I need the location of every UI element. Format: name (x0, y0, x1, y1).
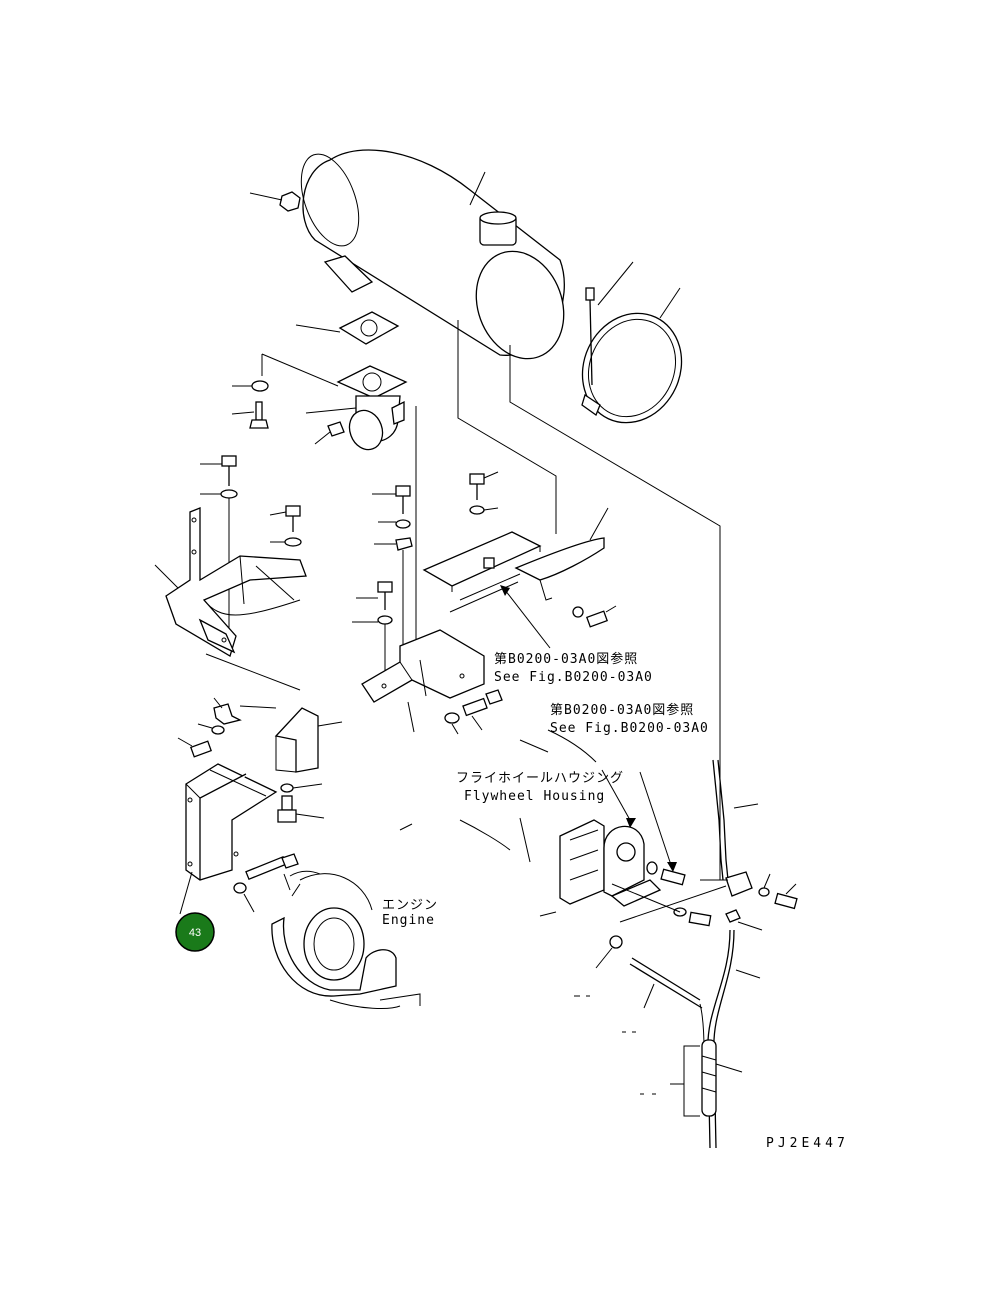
bolt-small-1 (231, 401, 269, 429)
bolt-mount-1 (646, 861, 686, 886)
ball-joint (595, 935, 623, 969)
cable-bracket-lower (670, 1045, 700, 1117)
tick-mark (539, 911, 557, 917)
nut-cable (725, 909, 763, 931)
bolt-center-2 (356, 581, 393, 610)
cable-sleeve (701, 1039, 743, 1117)
flywheel-label-jp: フライホイールハウジング (456, 771, 624, 786)
flywheel-housing (399, 729, 605, 905)
washer-small-1 (232, 380, 269, 392)
cable-upper (712, 759, 759, 881)
bolt-angle (277, 795, 325, 823)
bracket-angle (274, 707, 343, 773)
muffler (300, 149, 565, 360)
mounting-bracket (603, 825, 662, 907)
engine-label-en: Engine (382, 913, 435, 928)
washer-right-1 (469, 505, 499, 515)
washer-center-2 (352, 615, 393, 625)
washer-center-1 (378, 519, 411, 529)
electronic-box (185, 763, 278, 881)
callout-leader (179, 871, 193, 915)
bolt-clip (177, 737, 213, 758)
bolt-right-1 (469, 471, 499, 500)
throttle-cable (707, 929, 761, 1149)
bolt-lower-1 (462, 689, 503, 731)
heat-shield-curved (514, 507, 609, 601)
washer-mount-2 (611, 883, 687, 917)
ref-leader-2b (639, 771, 673, 869)
ref-label-en-1: See Fig.B0200-03A0 (494, 670, 653, 685)
band-bolt (585, 261, 634, 386)
ref-label-en-2: See Fig.B0200-03A0 (550, 721, 709, 736)
left-bracket (154, 507, 307, 691)
cable-bracket (619, 871, 753, 923)
center-bracket (361, 629, 485, 733)
bolt-left-2 (269, 505, 301, 532)
ref-leader-1 (504, 589, 551, 649)
engine-label-jp: エンジン (382, 898, 438, 913)
ref-label-jp-2: 第B0200-03A0図参照 (550, 702, 694, 718)
bolt-mount-2 (688, 911, 712, 927)
washer-left-2 (270, 537, 302, 547)
callout-number: 43 (189, 927, 201, 939)
muffler-nut (249, 191, 301, 212)
washer-lower-1 (444, 712, 460, 735)
bolt-center-1 (372, 485, 411, 514)
gasket (295, 311, 400, 345)
fitting-elbow-plug (314, 421, 345, 445)
bolt-cable (774, 883, 798, 910)
washer-angle (280, 783, 323, 793)
washer-left-1 (200, 489, 238, 499)
washer-clip (197, 723, 225, 735)
leader-line-1 (457, 320, 557, 534)
engine-flywheel (271, 870, 421, 1009)
right-plate (422, 531, 542, 613)
bolt-left-1 (200, 455, 237, 486)
flywheel-label-en: Flywheel Housing (464, 789, 605, 804)
bolt-box (245, 853, 299, 891)
bolt-right-2 (572, 605, 617, 628)
exhaust-elbow (261, 353, 408, 451)
clip-small (213, 697, 277, 725)
nut-center-1 (374, 537, 413, 551)
ref-label-jp-1: 第B0200-03A0図参照 (494, 651, 638, 667)
ref-leader-2a (601, 769, 631, 821)
callout-badge-43[interactable]: 43 (175, 912, 215, 952)
throttle-rod (629, 957, 705, 1051)
ref-arrow-2b (667, 862, 677, 872)
washer-box (233, 882, 255, 913)
leader-line-2 (509, 345, 721, 880)
ref-arrow-1 (500, 585, 510, 596)
ref-arrow-2a (626, 818, 636, 828)
muffler-band (581, 287, 683, 424)
washer-cable (758, 873, 771, 897)
drawing-code: PJ2E447 (766, 1136, 849, 1151)
